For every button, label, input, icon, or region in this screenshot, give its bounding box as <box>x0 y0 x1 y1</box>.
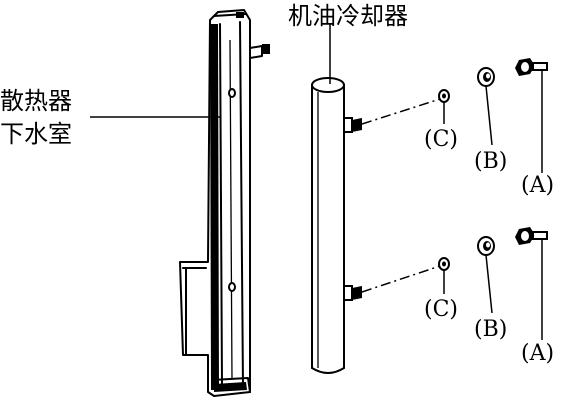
part-b-upper-label: (B) <box>474 149 507 174</box>
oil-cooler-lower-fitting <box>343 285 362 301</box>
washer-b-lower <box>477 236 495 256</box>
lower-hardware-set <box>438 227 548 340</box>
bolt-a-upper <box>515 58 548 173</box>
alignment-lines <box>361 98 441 293</box>
part-c-lower-label: (C) <box>424 297 458 322</box>
washer-b-upper <box>477 67 495 87</box>
part-b-lower-label: (B) <box>474 317 507 342</box>
oil-cooler-tube <box>311 77 362 374</box>
part-c-upper-label: (C) <box>424 127 458 152</box>
part-a-upper-label: (A) <box>521 173 554 198</box>
upper-hardware-set <box>438 58 548 173</box>
bolt-a-lower <box>515 227 548 340</box>
oil-cooler-upper-fitting <box>343 117 362 133</box>
washer-c-lower <box>438 257 450 271</box>
radiator-label-line1: 散热器 <box>0 87 72 115</box>
washer-c-upper <box>438 89 450 103</box>
leader-lines <box>90 24 493 314</box>
part-a-lower-label: (A) <box>521 341 554 366</box>
oil-cooler-label: 机油冷却器 <box>288 2 408 30</box>
radiator-label-line2: 下水室 <box>0 120 72 148</box>
radiator-lower-tank <box>179 9 270 397</box>
